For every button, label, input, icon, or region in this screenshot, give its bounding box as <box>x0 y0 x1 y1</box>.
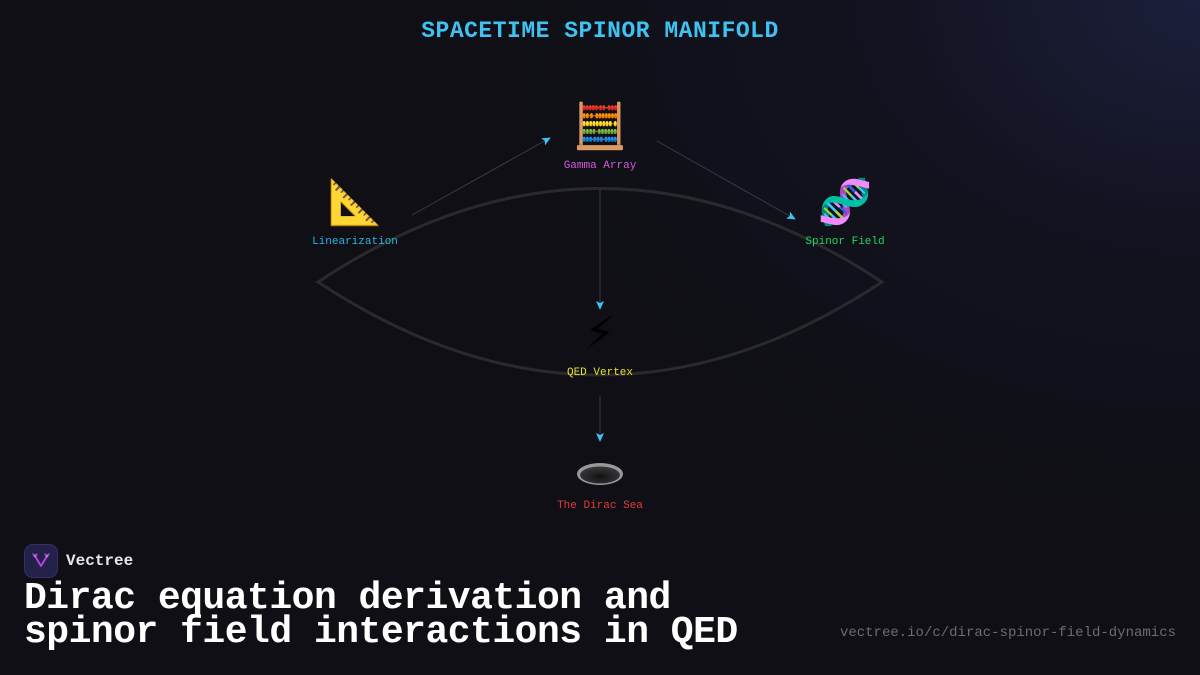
node-label: Gamma Array <box>563 160 637 172</box>
node-label: The Dirac Sea <box>557 500 643 512</box>
dna-icon: 🧬 <box>817 177 873 228</box>
node-linearization[interactable]: 📐 Linearization <box>285 176 425 248</box>
brand-name: Vectree <box>66 552 134 570</box>
brand: Vectree <box>24 544 133 578</box>
triangular-ruler-icon: 📐 <box>327 177 383 228</box>
vectree-logo-icon <box>24 544 58 578</box>
edge-linearization-to-gamma <box>411 137 551 216</box>
node-label: QED Vertex <box>566 367 633 379</box>
lightning-bolt-icon: ⚡ <box>584 308 616 359</box>
node-label: Spinor Field <box>805 236 885 248</box>
headline: Dirac equation derivation and spinor fie… <box>24 577 738 654</box>
node-label: Linearization <box>312 236 398 248</box>
node-spinor-field[interactable]: 🧬 Spinor Field <box>775 176 915 248</box>
node-dirac-sea[interactable]: The Dirac Sea <box>530 440 670 512</box>
abacus-icon: 🧮 <box>572 101 628 152</box>
node-gamma-array[interactable]: 🧮 Gamma Array <box>530 100 670 172</box>
page-url[interactable]: vectree.io/c/dirac-spinor-field-dynamics <box>839 625 1176 641</box>
diagram-title: SPACETIME SPINOR MANIFOLD <box>421 18 779 44</box>
node-qed-vertex[interactable]: ⚡ QED Vertex <box>530 307 670 379</box>
manifold-lens <box>315 187 885 377</box>
hole-icon <box>530 440 670 494</box>
edge-gamma-to-spinor <box>656 140 796 220</box>
